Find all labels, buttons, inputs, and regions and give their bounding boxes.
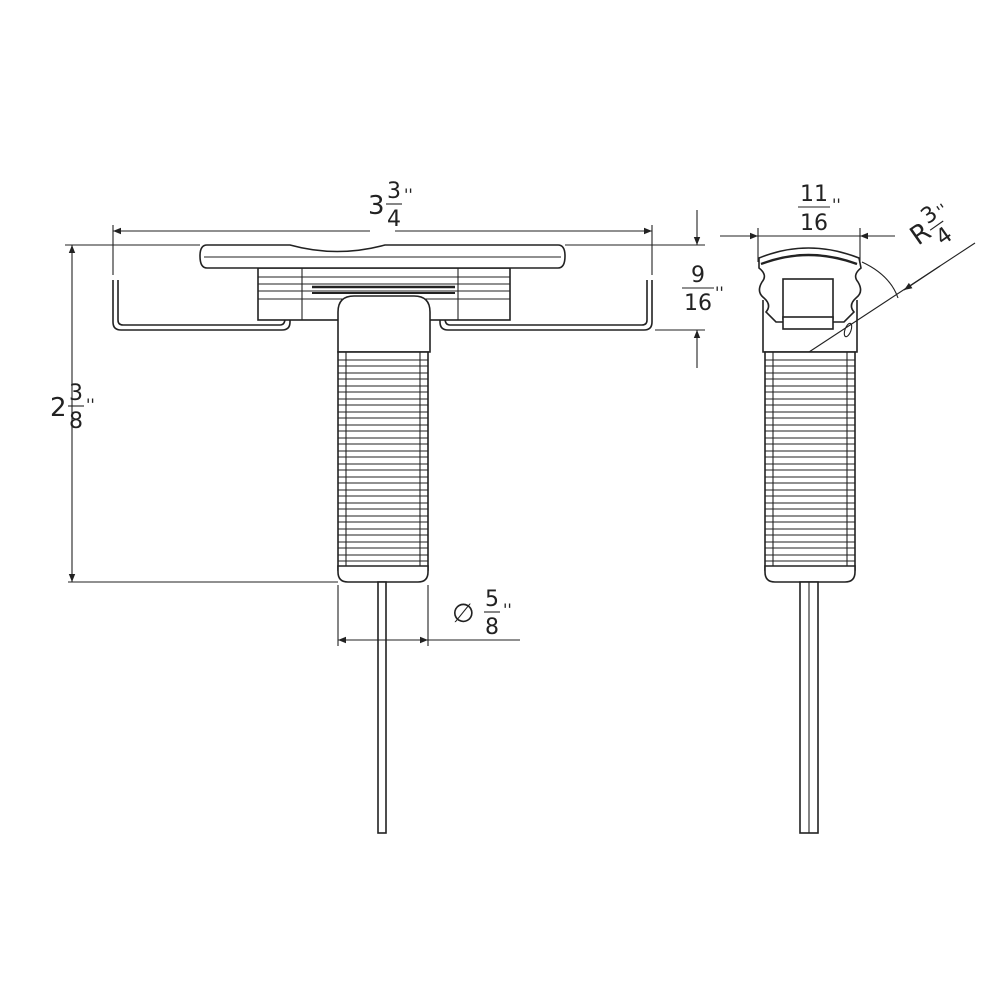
stem-ribs <box>338 352 428 566</box>
wire-leads <box>377 581 387 834</box>
width-whole: 3 <box>368 191 385 221</box>
left-clip <box>112 280 291 331</box>
diameter-denominator: 8 <box>485 615 499 640</box>
width-numerator: 3 <box>387 179 401 204</box>
stem-cap <box>337 295 431 353</box>
housing-ribs <box>258 268 510 320</box>
front-dimensions: 3 3 4 '' 2 3 8 '' 9 16 '' ∅ 5 8 '' <box>50 179 724 646</box>
diameter-numerator: 5 <box>485 587 499 612</box>
width-denominator: 4 <box>387 207 401 232</box>
side-ribbed-stem <box>764 351 856 571</box>
right-clip <box>439 280 653 331</box>
diameter-symbol: ∅ <box>452 599 475 629</box>
front-view <box>112 244 653 834</box>
flange-denominator: 16 <box>684 291 712 316</box>
height-whole: 2 <box>50 393 67 423</box>
diameter-unit: '' <box>503 600 512 619</box>
flange-numerator: 9 <box>691 263 705 288</box>
side-width-unit: '' <box>832 195 841 214</box>
side-width-numerator: 11 <box>800 182 828 207</box>
stem-bottom <box>337 565 429 583</box>
flange-unit: '' <box>715 283 724 302</box>
side-stem-ribs <box>765 352 855 566</box>
side-window <box>782 278 834 320</box>
width-unit: '' <box>404 185 413 204</box>
ribbed-stem <box>337 351 429 571</box>
height-denominator: 8 <box>69 409 83 434</box>
radius-denominator: 4 <box>932 222 958 251</box>
height-unit: '' <box>86 395 95 414</box>
height-numerator: 3 <box>69 381 83 406</box>
side-view <box>758 247 862 834</box>
side-width-denominator: 16 <box>800 211 828 236</box>
